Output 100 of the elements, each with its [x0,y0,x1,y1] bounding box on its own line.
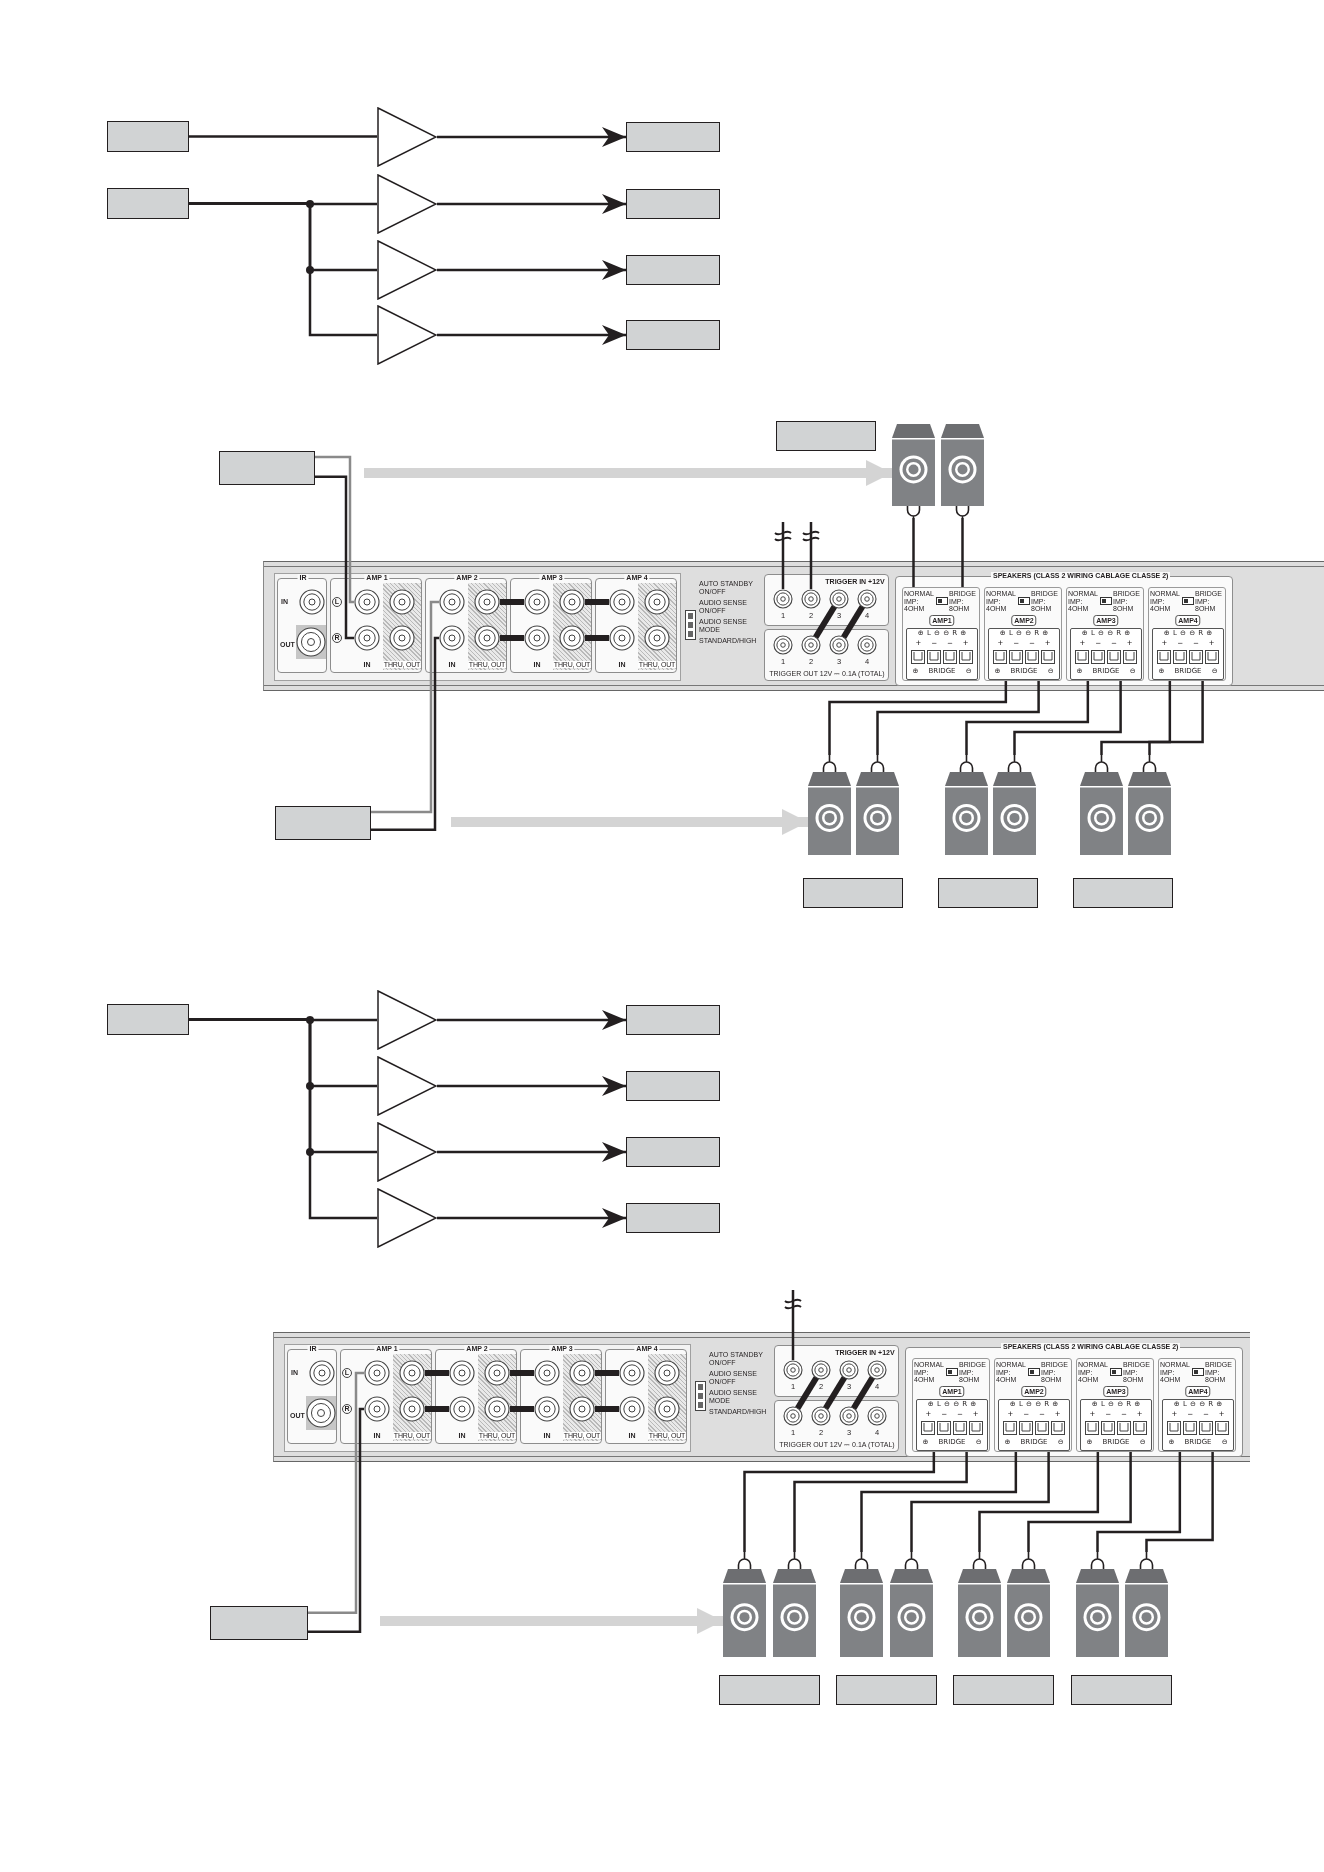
rear-panel [263,561,1324,691]
arrow [437,1142,626,1162]
speaker-drawing [945,755,988,855]
trigger-output-section [764,629,889,681]
speaker-drawing [1128,755,1171,855]
speaker-drawing [1080,755,1123,855]
blank-label-box [219,451,315,485]
blank-label-box [719,1675,820,1705]
rca-jack-icon [534,1396,560,1422]
jack-icon [773,589,793,609]
jumper-cable [823,1376,847,1410]
amp-output-section [984,587,1062,681]
blank-label-box [626,1005,720,1035]
jumper-cable [500,599,524,605]
rca-jack-icon [399,1396,425,1422]
polarity-label: + − − + [1171,1410,1225,1419]
polarity-label: + − − + [1089,1410,1143,1419]
speaker-drawing [723,1552,766,1657]
speaker-drawing [941,424,984,518]
rca-jack-icon [619,1360,645,1386]
cable [1145,1452,1214,1552]
speaker-drawing [773,1552,816,1657]
cable [876,681,1040,755]
cable [1148,681,1204,755]
speaker-drawing [958,1552,1001,1657]
trigger-output-section [774,1400,899,1452]
rca-jack-icon [474,625,500,651]
jumper-cable [510,1370,534,1376]
jumper-cable [595,1406,619,1412]
blank-label-box [953,1675,1054,1705]
jumper-cable [595,1370,619,1376]
signal-line [189,1018,377,1220]
blank-label-box [107,121,189,152]
jumper-cable [813,605,837,639]
rca-jack-icon [354,589,380,615]
trigger-input-section [774,1345,899,1397]
speaker-drawing [993,755,1036,855]
cable [912,518,915,587]
blank-label-box [107,188,189,219]
amplifier-symbol [377,305,437,365]
jumper-cable [585,599,609,605]
rca-jack-icon [364,1396,390,1422]
cable [802,522,820,589]
jumper-cable [425,1370,449,1376]
rca-jack-icon [524,625,550,651]
amp-output-section [1148,587,1226,681]
arrow [437,325,626,345]
cable [860,1452,1018,1552]
cable [784,1290,802,1360]
cable [315,455,354,604]
amp-output-section [902,587,980,681]
jack-icon [839,1406,859,1426]
cable [1013,681,1122,755]
trigger-input-section [764,574,889,626]
cable [371,600,439,814]
cable [1100,681,1172,755]
blank-label-box [1071,1675,1172,1705]
speaker-drawing [856,755,899,855]
rca-jack-icon [449,1360,475,1386]
arrow [437,1076,626,1096]
blank-label-box [626,122,720,152]
rca-jack-icon [569,1360,595,1386]
jumper-cable [841,605,865,639]
amplifier-symbol [377,1122,437,1182]
blank-label-box [626,1203,720,1233]
arrow [437,194,626,214]
jumper-cable [500,635,524,641]
amplifier-symbol [377,174,437,234]
flow-arrow [380,1608,723,1634]
cable [308,1407,364,1634]
polarity-label: + − − + [1079,639,1133,648]
blank-label-box [275,806,371,840]
rca-jack-icon [474,589,500,615]
jack-icon [829,589,849,609]
blank-label-box [626,320,720,350]
rca-jack-icon [569,1396,595,1422]
jumper-cable [795,1376,819,1410]
polarity-label: + − − + [1007,1410,1061,1419]
jumper-cable [851,1376,875,1410]
cable [910,1452,1050,1552]
amp-output-section [994,1358,1072,1452]
amplifier-symbol [377,990,437,1050]
jumper-cable [585,635,609,641]
cable [961,518,964,587]
blank-label-box [626,1071,720,1101]
blank-label-box [626,189,720,219]
jack-icon [801,589,821,609]
polarity-label: + − − + [925,1410,979,1419]
speaker-drawing [808,755,851,855]
rca-jack-icon [559,625,585,651]
rca-jack-icon [484,1396,510,1422]
amplifier-symbol [377,1056,437,1116]
jumper-cable [425,1406,449,1412]
polarity-label: + − − + [915,639,969,648]
blank-label-box [210,1606,308,1640]
amp-output-section [1158,1358,1236,1452]
amp-output-section [1076,1358,1154,1452]
rca-jack-icon [609,589,635,615]
amplifier-symbol [377,240,437,300]
blank-label-box [836,1675,937,1705]
